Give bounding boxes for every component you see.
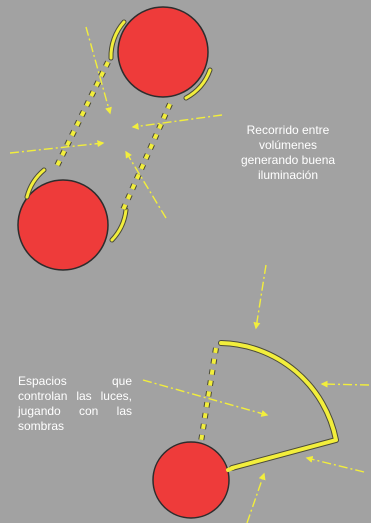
- light-rays-bottom: [142, 264, 370, 523]
- light-ray-arrow: [246, 472, 266, 523]
- light-ray-arrow: [253, 264, 267, 330]
- bottom-composition: [142, 264, 370, 523]
- light-ray-arrow: [320, 380, 370, 388]
- volume-top-right: [117, 6, 209, 98]
- caption-top: Recorrido entre volúmenes generando buen…: [240, 123, 336, 182]
- light-ray-arrow: [85, 26, 112, 115]
- wall-curved-enclosure: [218, 340, 339, 471]
- volume-top-left: [17, 179, 109, 271]
- light-ray-arrow: [9, 140, 105, 154]
- light-ray-arrow: [131, 114, 223, 130]
- light-rays-top: [9, 26, 223, 219]
- caption-bottom: Espacios que controlan las luces, jugand…: [18, 374, 132, 433]
- top-composition: [9, 6, 223, 271]
- light-ray-arrow: [305, 455, 365, 473]
- wall-base-stub: [226, 466, 235, 472]
- volume-bottom: [152, 441, 230, 519]
- light-ray-arrow: [142, 379, 269, 417]
- light-ray-arrow: [125, 150, 167, 219]
